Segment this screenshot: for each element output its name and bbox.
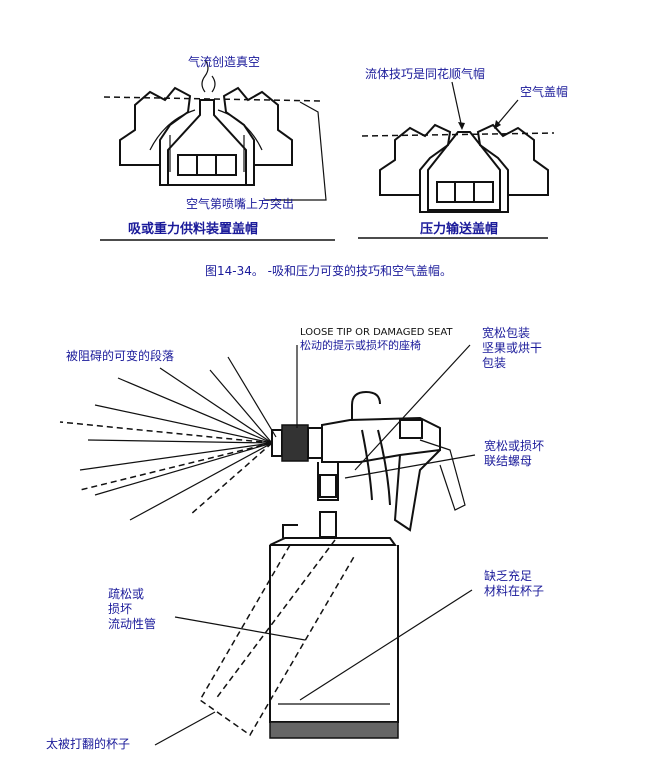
label-tipped-cup: 太被打翻的杯子 — [46, 736, 130, 751]
title-pressure-cap: 压力输送盖帽 — [420, 221, 498, 237]
suction-cap-drawing — [100, 59, 335, 241]
label-nozzle-protrudes: 空气第喷嘴上方突出 — [186, 196, 294, 211]
label-nut-line1: 宽松或损坏 — [484, 438, 544, 453]
label-tube-line1: 疏松或 — [108, 586, 144, 601]
spray-pattern — [59, 367, 273, 521]
label-flush-tip: 流体技巧是同花顺气帽 — [365, 66, 485, 81]
pressure-cap-drawing — [358, 81, 555, 239]
label-packing-line2: 坚果或烘干 — [482, 341, 542, 355]
label-packing-line3: 包装 — [482, 356, 506, 370]
spray-gun-drawing — [199, 390, 466, 739]
label-loose-tip: LOOSE TIP OR DAMAGED SEAT — [300, 327, 453, 338]
label-vacuum: 气流创造真空 — [188, 54, 260, 69]
label-obstructed-passage: 被阻碍的可变的段落 — [66, 348, 174, 363]
title-suction-cap: 吸或重力供料装置盖帽 — [128, 221, 258, 237]
label-nut-line2: 联结螺母 — [484, 454, 532, 468]
label-material-line1: 缺乏充足 — [484, 568, 532, 583]
label-loose-tip-cn: 松动的提示或损坏的座椅 — [300, 338, 421, 352]
label-material-line2: 材料在杯子 — [484, 584, 544, 598]
label-packing-line1: 宽松包装 — [482, 325, 530, 340]
leader-lines — [154, 344, 476, 746]
label-tube-line2: 损坏 — [108, 602, 132, 616]
label-tube-line3: 流动性管 — [108, 616, 156, 631]
figure-caption: 图14-34。 -吸和压力可变的技巧和空气盖帽。 — [205, 263, 452, 278]
label-air-cap: 空气盖帽 — [520, 84, 568, 99]
